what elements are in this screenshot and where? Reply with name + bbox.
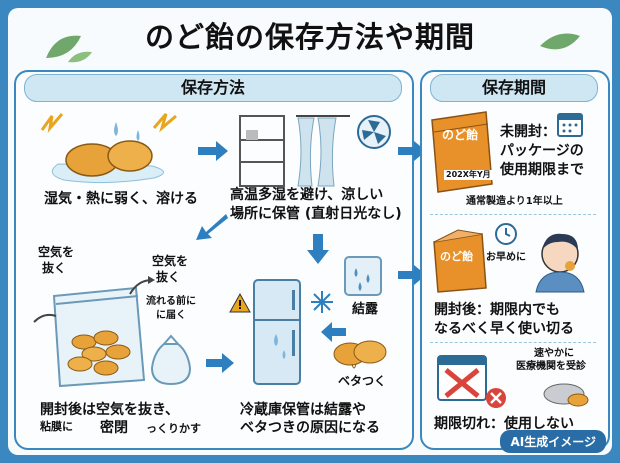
before-flow-label: 流れる前に	[146, 296, 196, 307]
opened-package-icon	[433, 229, 487, 293]
arrow-right-icon	[206, 353, 234, 373]
opened-line2: なるべく早く使い切る	[434, 321, 574, 337]
clock-icon	[495, 223, 517, 245]
page-title: のど飴の保存方法や期間	[144, 20, 475, 54]
divider	[430, 214, 596, 215]
seal-line2a: 粘膜に	[40, 420, 73, 433]
remove-air-label-1: 空気を	[38, 245, 75, 259]
arrow-down-left-icon	[196, 214, 228, 240]
zip-bag-icon	[33, 286, 146, 388]
doctor-line1: 速やかに	[534, 348, 574, 359]
ai-generated-badge: AI生成イメージ	[500, 430, 606, 453]
person-eating-icon	[535, 233, 585, 293]
tied-bag-icon	[150, 334, 192, 386]
leaf-icon	[46, 35, 92, 63]
arrow-right-icon	[398, 265, 426, 285]
remove-air-label-1b: 抜く	[42, 261, 67, 275]
package-label: のど飴	[442, 128, 479, 142]
melt-caption: 湿気・熱に弱く、溶ける	[44, 191, 198, 207]
unopened-line3: 使用期限まで	[500, 162, 584, 178]
refrigerator-icon	[229, 279, 301, 385]
arrow-left-icon	[321, 322, 346, 342]
unopened-line1: 未開封：	[500, 124, 556, 140]
fridge-line2: ベタつきの原因になる	[240, 420, 380, 436]
divider	[430, 342, 596, 343]
cool-storage-line1: 高温多湿を避け、涼しい	[230, 187, 384, 203]
seal-line2c: っくりかす	[146, 422, 201, 435]
storage-period-header: 保存期間	[430, 74, 598, 102]
package-date: 202X年Y月	[444, 170, 493, 180]
doctor-line2: 医療機関を受診	[516, 361, 586, 372]
expired-caption: 期限切れ：使用しない	[434, 416, 574, 432]
condensation-label: 結露	[352, 302, 379, 317]
remove-air-label-2: 空気を	[152, 254, 189, 268]
remove-air-label-2b: 抜く	[156, 270, 181, 284]
prohibited-icon	[486, 388, 506, 408]
unopened-line2: パッケージの	[500, 143, 584, 159]
early-label: お早めに	[486, 252, 526, 263]
before-flow-label-2: に届く	[156, 310, 186, 321]
arrow-right-icon	[398, 141, 426, 161]
condensation-glass-icon	[344, 256, 382, 296]
fridge-line1: 冷蔵庫保管は結露や	[240, 402, 366, 418]
seal-line1: 開封後は空気を抜き、	[40, 402, 180, 418]
calendar-icon	[557, 113, 583, 137]
sticky-label: ベタつく	[338, 374, 387, 388]
candy-package-icon	[431, 111, 493, 193]
cool-storage-line2: 場所に保管 (直射日光なし)	[230, 206, 402, 222]
sticky-candy-icon	[333, 340, 387, 369]
expired-calendar-icon	[437, 355, 487, 401]
opened-package-label: のど飴	[440, 250, 473, 263]
opened-line1: 開封後：期限内でも	[434, 302, 560, 318]
snowflake-icon	[311, 291, 333, 313]
pills-icon	[543, 383, 589, 407]
leaf-icon	[540, 33, 580, 50]
unopened-note: 通常製造より1年以上	[466, 196, 563, 207]
storage-method-header: 保存方法	[24, 74, 402, 102]
melting-candy-icon	[40, 113, 177, 184]
cool-storage-icon	[239, 115, 391, 187]
arrow-up-icon	[129, 276, 155, 295]
arrow-right-icon	[198, 141, 228, 161]
arrow-down-icon	[307, 234, 329, 264]
seal-line2b: 密閉	[100, 420, 128, 436]
